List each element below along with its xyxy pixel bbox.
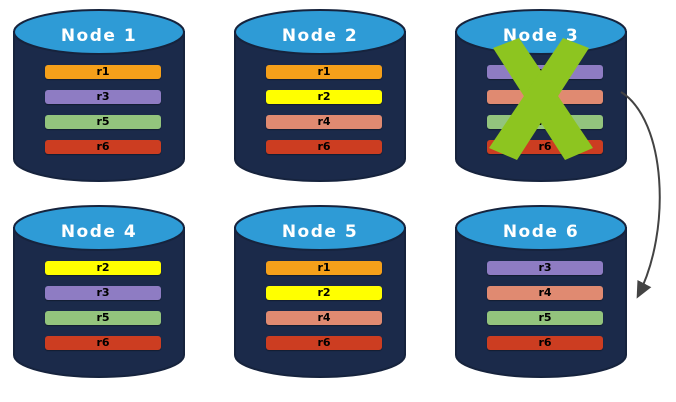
replica-r5[interactable]: r5 <box>487 115 603 129</box>
replica-r3[interactable]: r3 <box>45 286 161 300</box>
replica-r2[interactable]: r2 <box>45 261 161 275</box>
replica-r2[interactable]: r2 <box>266 286 382 300</box>
cylinder-top <box>13 205 185 251</box>
cylinder-top <box>455 9 627 55</box>
replica-r3[interactable]: r3 <box>487 261 603 275</box>
replica-r5[interactable]: r5 <box>45 115 161 129</box>
replica-r2[interactable]: r2 <box>266 90 382 104</box>
replica-r4[interactable]: r4 <box>266 311 382 325</box>
cylinder-top <box>13 9 185 55</box>
replica-r6[interactable]: r6 <box>487 140 603 154</box>
replica-stack: r3 r4 r5 r6 <box>487 261 603 350</box>
cylinder-top <box>234 9 406 55</box>
replica-r3[interactable]: r3 <box>45 90 161 104</box>
replica-r6[interactable]: r6 <box>45 140 161 154</box>
cylinder-top <box>234 205 406 251</box>
replica-r3[interactable]: r3 <box>487 65 603 79</box>
replica-r4[interactable]: r4 <box>487 90 603 104</box>
replica-r5[interactable]: r5 <box>487 311 603 325</box>
replica-r4[interactable]: r4 <box>487 286 603 300</box>
replica-r4[interactable]: r4 <box>266 115 382 129</box>
replica-r1[interactable]: r1 <box>266 261 382 275</box>
replica-stack: r1 r2 r4 r6 <box>266 261 382 350</box>
replica-r6[interactable]: r6 <box>266 336 382 350</box>
replica-r5[interactable]: r5 <box>45 311 161 325</box>
replica-r1[interactable]: r1 <box>45 65 161 79</box>
replica-r1[interactable]: r1 <box>266 65 382 79</box>
replica-r6[interactable]: r6 <box>45 336 161 350</box>
replica-stack: r1 r2 r4 r6 <box>266 65 382 154</box>
replica-stack: r2 r3 r5 r6 <box>45 261 161 350</box>
replica-r6[interactable]: r6 <box>487 336 603 350</box>
cylinder-top <box>455 205 627 251</box>
replica-stack: r3 r4 r5 r6 <box>487 65 603 154</box>
replica-stack: r1 r3 r5 r6 <box>45 65 161 154</box>
replica-r6[interactable]: r6 <box>266 140 382 154</box>
